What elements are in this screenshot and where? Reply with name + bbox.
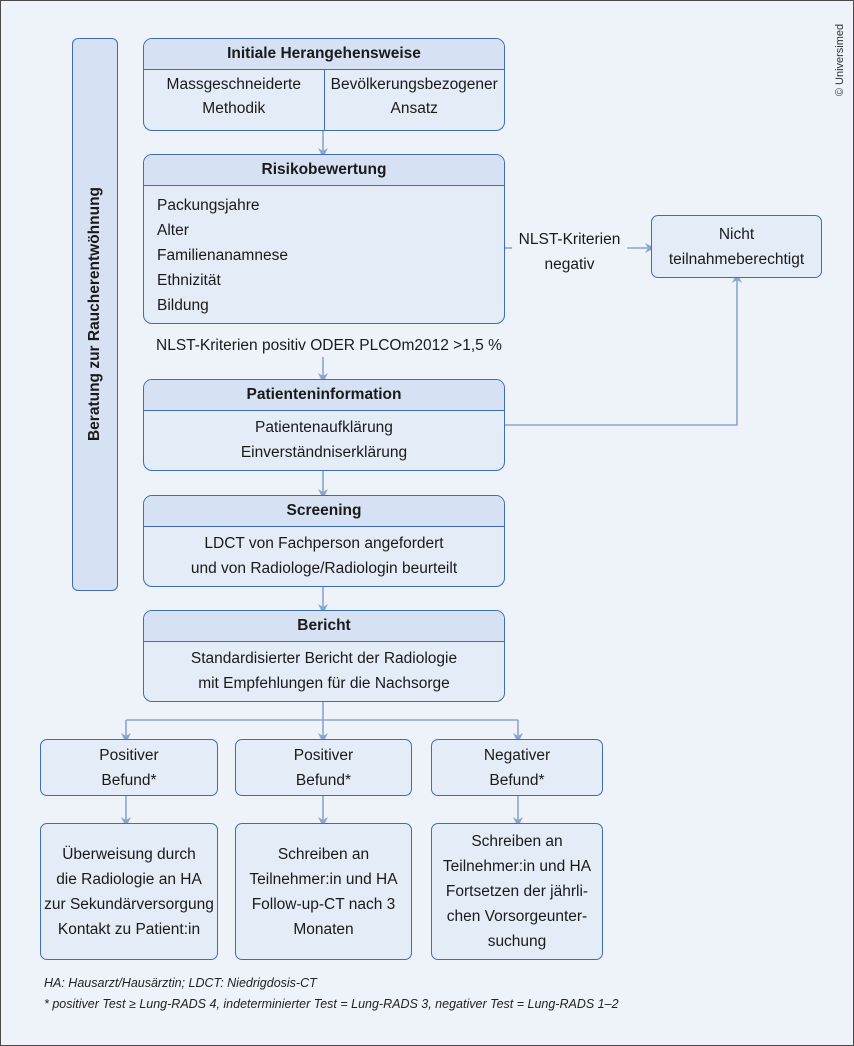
screening-title: Screening <box>144 496 504 527</box>
action-box-followup: Schreiben an Teilnehmer:in und HA Follow… <box>235 823 412 960</box>
footnote-abbreviations: HA: Hausarzt/Hausärztin; LDCT: Niedrigdo… <box>44 976 317 990</box>
copyright: © Universimed <box>834 23 846 97</box>
finding-label: Positiver Befund* <box>99 746 159 789</box>
footnote-lung-rads: * positiver Test ≥ Lung-RADS 4, indeterm… <box>44 997 619 1011</box>
not-eligible-text: Nicht teilnahmeberechtigt <box>668 225 805 268</box>
action-text: Schreiben an Teilnehmer:in und HA Follow… <box>249 845 398 938</box>
patient-info-title: Patienteninformation <box>144 380 504 411</box>
finding-box-positive-1: Positiver Befund* <box>40 739 218 796</box>
risk-assessment-title: Risikobewertung <box>144 155 504 186</box>
initial-approach-title: Initiale Herangehensweise <box>144 39 504 70</box>
smoking-cessation-bar <box>72 38 118 591</box>
population-approach: Bevölkerungsbezogener Ansatz <box>323 70 505 130</box>
nlst-positive-label: NLST-Kriterien positiv ODER PLCOm2012 >1… <box>156 337 502 354</box>
risk-item: Packungsjahre <box>157 197 260 214</box>
report-body: Standardisierter Bericht der Radiologie … <box>190 650 458 692</box>
report-box: Bericht Standardisierter Bericht der Rad… <box>143 610 505 702</box>
smoking-cessation-label: Beratung zur Raucherentwöhnung <box>86 186 103 442</box>
patient-info-box: Patienteninformation Patientenaufklärung… <box>143 379 505 471</box>
risk-item: Familienanamnese <box>157 247 288 264</box>
nlst-negative-label: NLST-Kriterien negativ <box>518 231 621 273</box>
report-title: Bericht <box>144 611 504 642</box>
risk-item: Bildung <box>157 297 209 314</box>
screening-body: LDCT von Fachperson angefordert und von … <box>190 535 458 577</box>
risk-item: Alter <box>157 222 189 239</box>
not-eligible-box: Nicht teilnahmeberechtigt <box>651 215 822 278</box>
tailored-method: Massgeschneiderte Methodik <box>166 76 301 117</box>
finding-label: Negativer Befund* <box>483 746 551 789</box>
action-box-referral: Überweisung durch die Radiologie an HA z… <box>40 823 218 960</box>
initial-approach-box: Initiale Herangehensweise Massgeschneide… <box>143 38 505 131</box>
screening-box: Screening LDCT von Fachperson angeforder… <box>143 495 505 587</box>
action-text: Schreiben an Teilnehmer:in und HA Fortse… <box>442 833 592 950</box>
action-text: Überweisung durch die Radiologie an HA z… <box>44 845 214 938</box>
risk-assessment-box: Risikobewertung Packungsjahre Alter Fami… <box>143 154 505 324</box>
finding-box-positive-2: Positiver Befund* <box>235 739 412 796</box>
risk-item: Ethnizität <box>157 272 221 289</box>
finding-label: Positiver Befund* <box>293 746 354 789</box>
finding-box-negative: Negativer Befund* <box>431 739 603 796</box>
patient-info-body: Patientenaufklärung Einverständniserklär… <box>240 419 408 461</box>
arrow-info-noteligible <box>505 273 742 426</box>
action-box-annual: Schreiben an Teilnehmer:in und HA Fortse… <box>431 823 603 960</box>
